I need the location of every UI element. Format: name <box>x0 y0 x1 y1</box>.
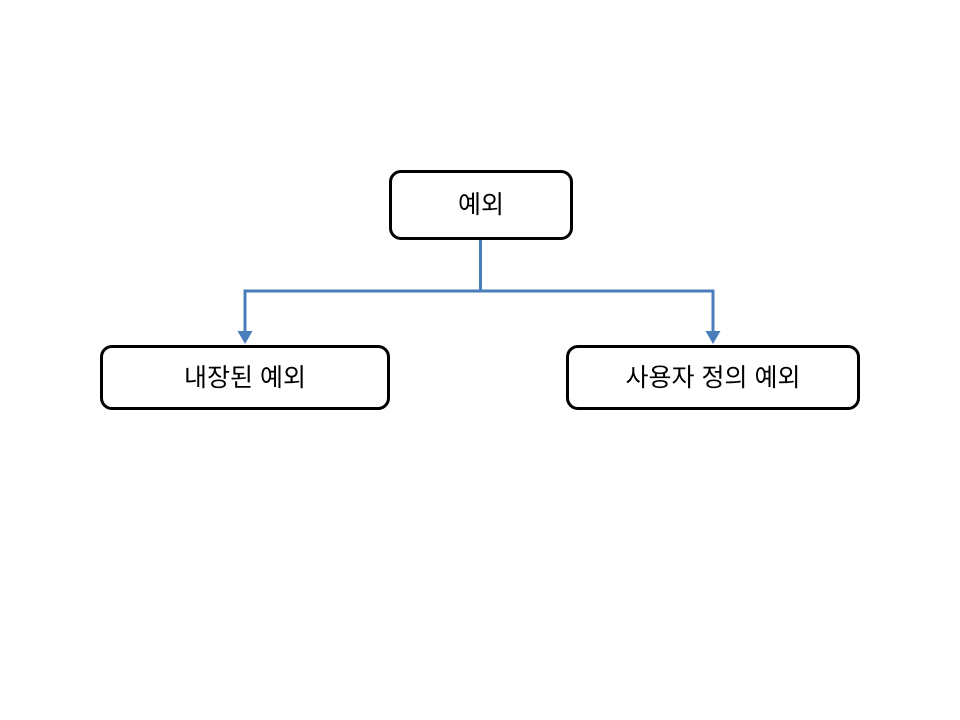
node-user-defined-exception: 사용자 정의 예외 <box>566 345 860 410</box>
arrowhead-left-icon <box>237 331 253 344</box>
arrowhead-right-icon <box>705 331 721 344</box>
node-built-in-exception-label: 내장된 예외 <box>184 363 306 392</box>
node-exception-label: 예외 <box>457 191 504 219</box>
node-built-in-exception: 내장된 예외 <box>100 345 390 410</box>
node-user-defined-exception-label: 사용자 정의 예외 <box>625 363 801 392</box>
node-exception: 예외 <box>389 170 573 240</box>
